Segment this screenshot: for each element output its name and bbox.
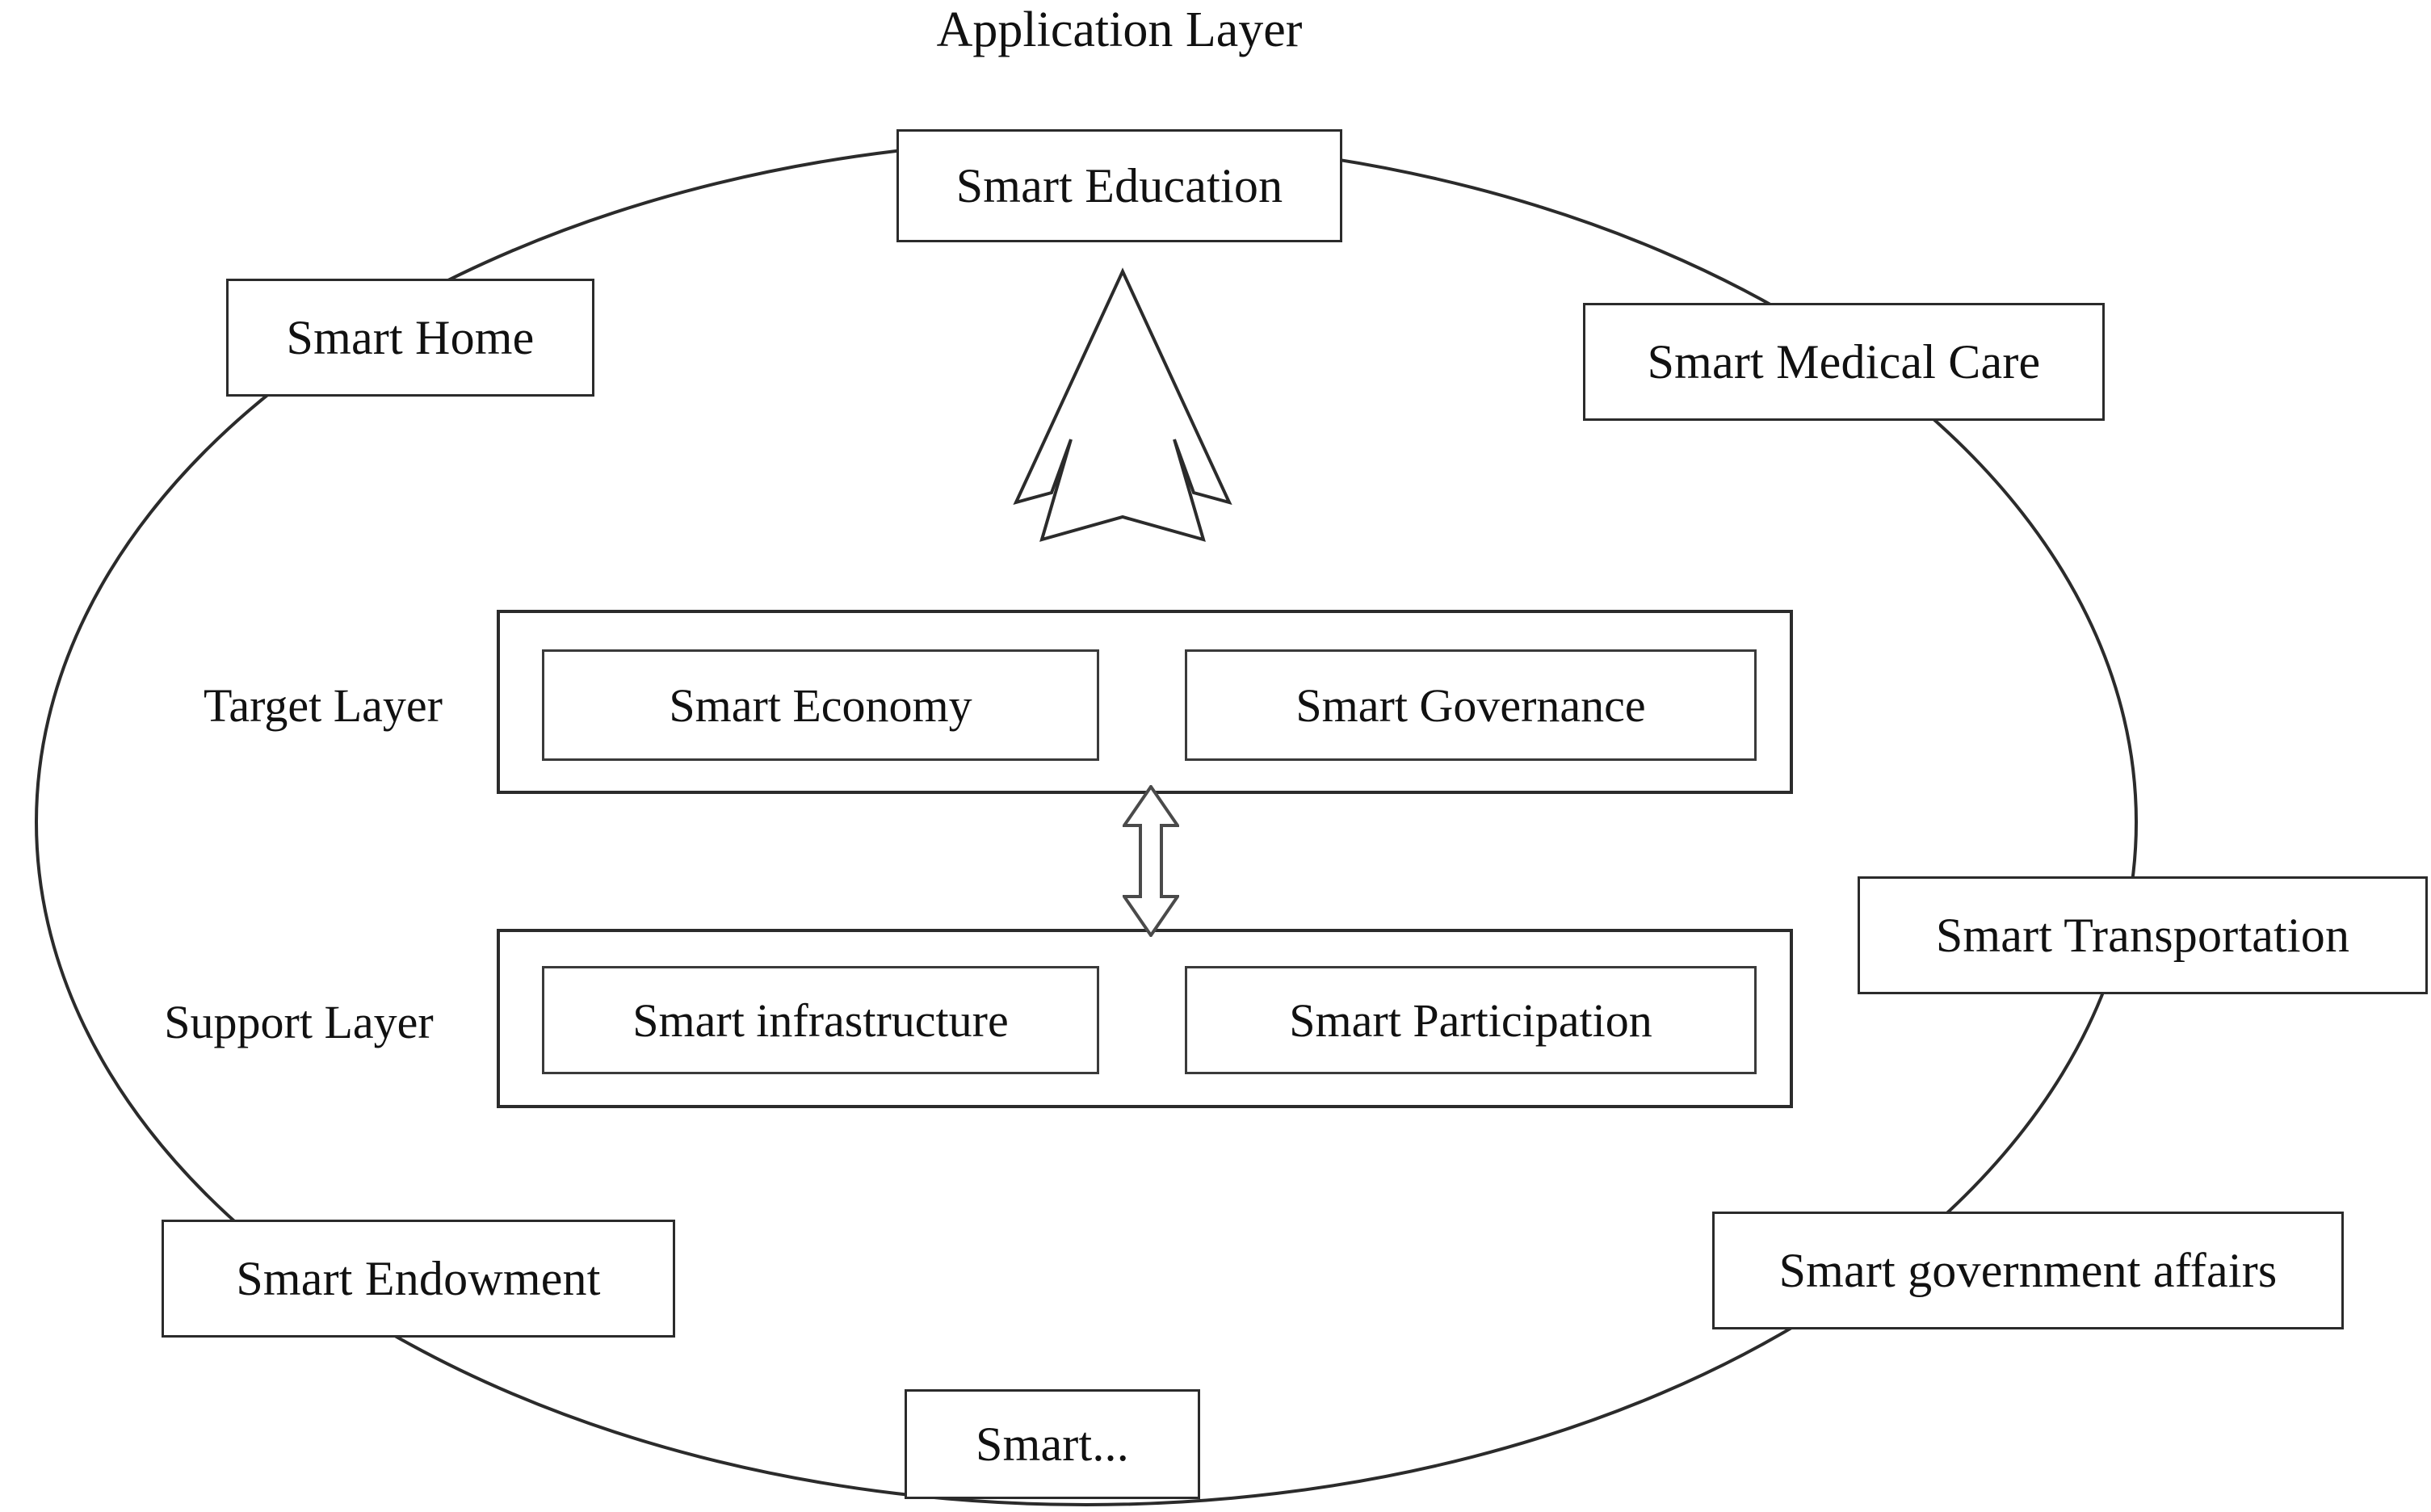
up-arrow-icon bbox=[1013, 267, 1232, 542]
node-label: Smart... bbox=[976, 1417, 1129, 1471]
node-label: Smart Endowment bbox=[236, 1251, 601, 1305]
item-label: Smart Participation bbox=[1289, 993, 1652, 1047]
node-label: Smart Education bbox=[955, 158, 1283, 212]
page-title: Application Layer bbox=[936, 2, 1303, 57]
item-smart-participation[interactable]: Smart Participation bbox=[1185, 966, 1757, 1074]
bidirectional-arrow-icon bbox=[1123, 785, 1179, 937]
node-smart-transportation[interactable]: Smart Transportation bbox=[1858, 876, 2428, 994]
node-label: Smart government affairs bbox=[1778, 1243, 2278, 1297]
node-label: Smart Transportation bbox=[1935, 908, 2350, 962]
target-layer-label: Target Layer bbox=[204, 679, 443, 732]
item-label: Smart Governance bbox=[1295, 678, 1646, 732]
item-smart-economy[interactable]: Smart Economy bbox=[542, 649, 1099, 761]
node-smart-home[interactable]: Smart Home bbox=[226, 279, 594, 397]
node-smart-government-affairs[interactable]: Smart government affairs bbox=[1712, 1212, 2344, 1329]
target-layer-container: Smart Economy Smart Governance bbox=[497, 610, 1793, 794]
node-smart-medical-care[interactable]: Smart Medical Care bbox=[1583, 303, 2105, 421]
node-smart-education[interactable]: Smart Education bbox=[896, 129, 1342, 242]
item-smart-infrastructure[interactable]: Smart infrastructure bbox=[542, 966, 1099, 1074]
item-label: Smart Economy bbox=[669, 678, 972, 732]
node-label: Smart Home bbox=[286, 310, 535, 364]
node-smart-endowment[interactable]: Smart Endowment bbox=[162, 1220, 675, 1338]
node-smart-ellipsis[interactable]: Smart... bbox=[905, 1389, 1200, 1499]
support-layer-container: Smart infrastructure Smart Participation bbox=[497, 929, 1793, 1108]
item-smart-governance[interactable]: Smart Governance bbox=[1185, 649, 1757, 761]
support-layer-label: Support Layer bbox=[164, 996, 434, 1048]
node-label: Smart Medical Care bbox=[1647, 334, 2041, 388]
item-label: Smart infrastructure bbox=[632, 993, 1009, 1047]
